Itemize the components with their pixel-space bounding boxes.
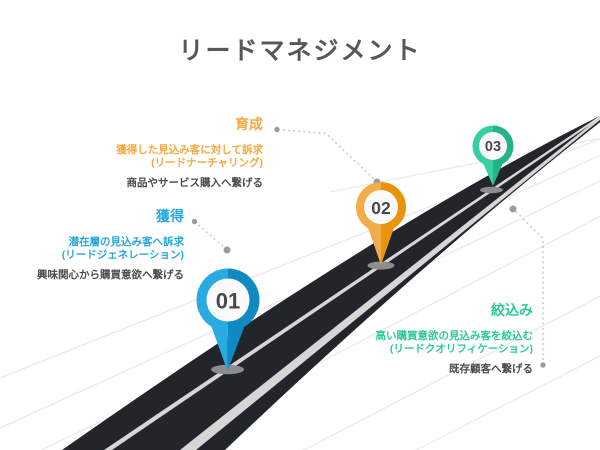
stage-outcome: 商品やサービス購入へ繋げる — [126, 177, 264, 189]
stage-outcome: 既存顧客へ繋げる — [449, 363, 533, 375]
speed-line — [415, 355, 600, 450]
stage-method: (リードクオリフィケーション) — [389, 343, 533, 355]
connector-bullet — [223, 246, 231, 254]
stage-description: 高い購買意欲の見込み客を絞込む — [375, 330, 534, 342]
stage-block-kakutoku: 獲得 潜在層の見込み客へ訴求 (リードジェネレーション) 興味関心から購買意欲へ… — [37, 209, 184, 282]
stage-block-shibori: 絞込み 高い購買意欲の見込み客を絞込む (リードクオリフィケーション) 既存顧客… — [376, 303, 534, 376]
connector-bullet — [274, 126, 280, 133]
road-edge-line — [180, 117, 600, 450]
pin-01-number: 01 — [216, 289, 240, 314]
pin-02-marker: 02 — [356, 182, 406, 270]
stage-label: 育成 — [235, 116, 263, 132]
speed-line — [302, 295, 600, 450]
connector-kakutoku — [191, 218, 231, 254]
pin-01-inner-circle — [206, 278, 250, 322]
connector-bullet — [540, 362, 546, 368]
stage-description: 潜在層の見込み客へ訴求 — [68, 236, 185, 248]
stage-label: 獲得 — [156, 208, 184, 224]
pin-03-marker: 03 — [472, 125, 514, 194]
pin-02-shadow — [367, 261, 395, 270]
pin-03-number: 03 — [485, 139, 501, 155]
road — [62, 115, 600, 450]
stage-method: (リードナーチャリング) — [151, 157, 263, 169]
connector-bullet — [191, 218, 198, 225]
stage-outcome: 興味関心から購買意欲へ繋げる — [37, 269, 184, 281]
connector-ikusei — [274, 126, 381, 186]
stage-block-ikusei: 育成 獲得した見込み客に対して訴求 (リードナーチャリング) 商品やサービス購入… — [116, 117, 263, 190]
stage-method: (リードジェネレーション) — [61, 249, 184, 261]
connector-shibori — [509, 205, 546, 368]
pin-03-shadow — [480, 186, 503, 194]
connector-bullet — [509, 205, 517, 213]
stage-label: 絞込み — [491, 302, 533, 318]
page-title: リードマネジメント — [178, 37, 422, 65]
stage-description: 獲得した見込み客に対して訴求 — [116, 144, 263, 156]
pin-02-inner-circle — [364, 190, 398, 224]
pin-02-number: 02 — [371, 198, 391, 218]
pin-01-marker: 01 — [196, 268, 260, 375]
pin-03-inner-circle — [479, 132, 507, 160]
